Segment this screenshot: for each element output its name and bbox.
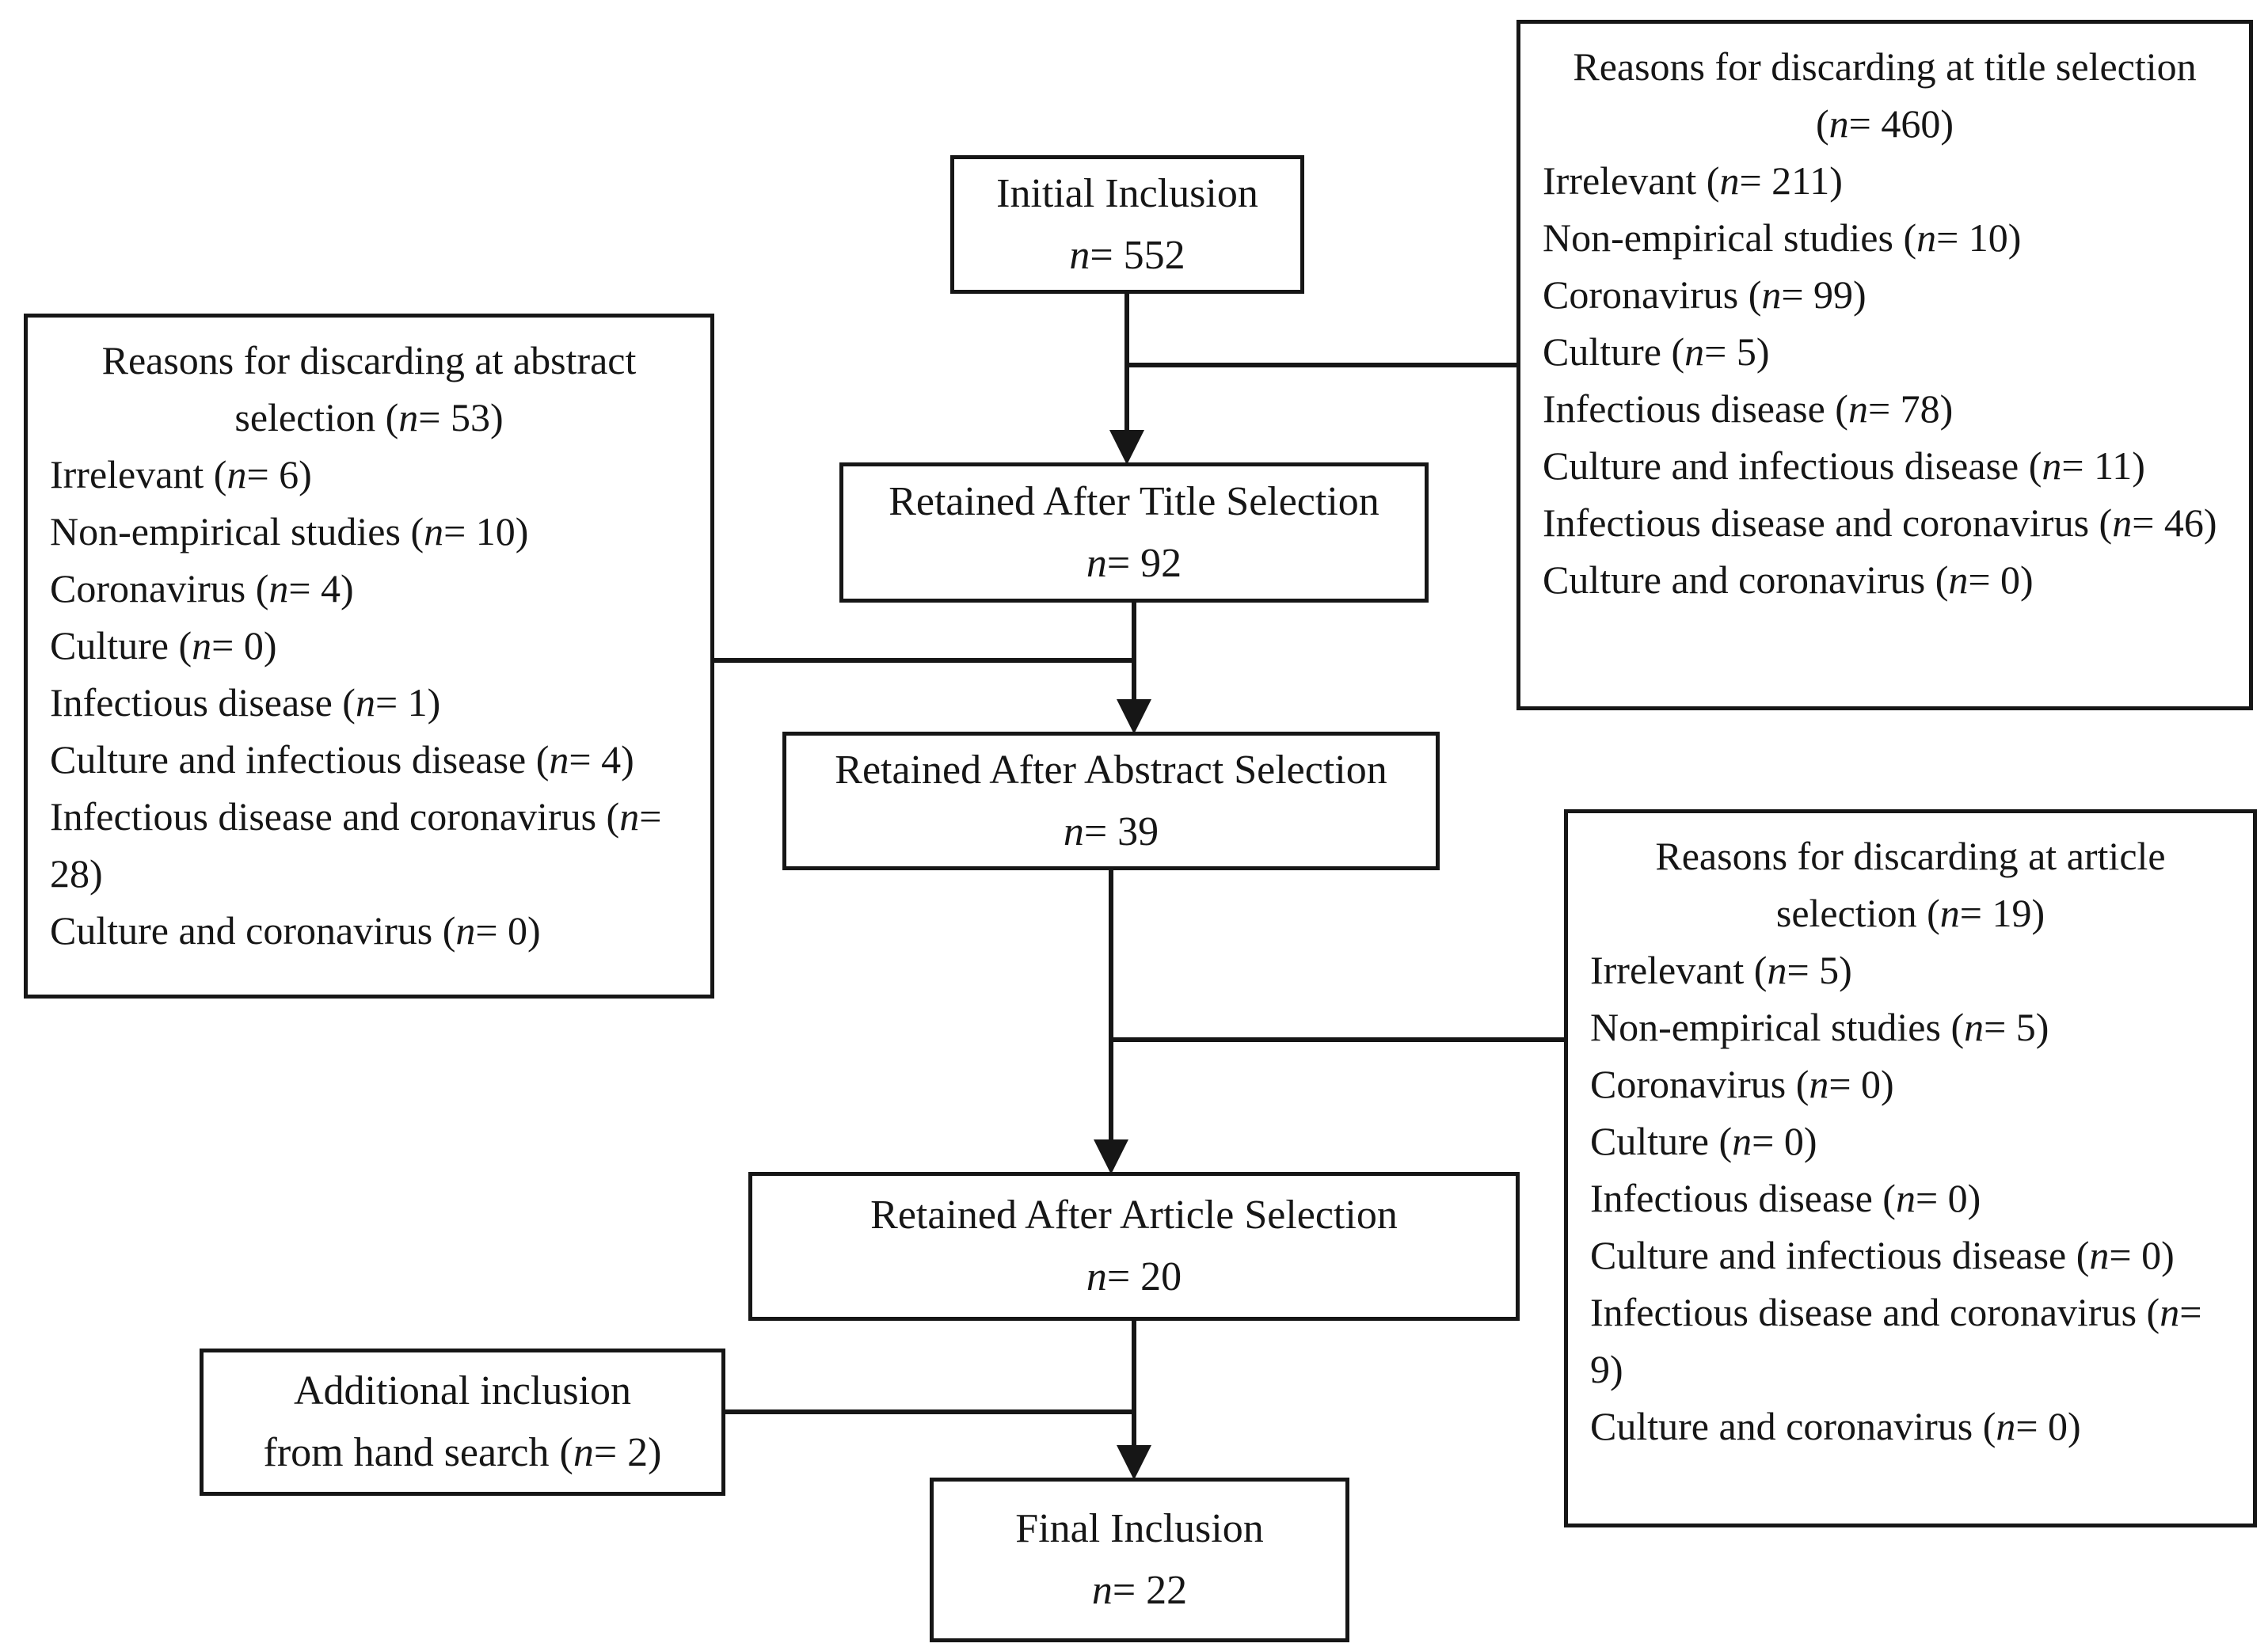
initial-inclusion-box: Initial Inclusion n= 552	[950, 155, 1304, 294]
reason-item: Infectious disease and coronavirus (n= 9…	[1590, 1290, 2202, 1391]
abstract-discard-reasons-heading: Reasons for discarding at abstract selec…	[101, 338, 637, 439]
reason-item: Culture and infectious disease (n= 11)	[1543, 443, 2145, 488]
arrow-down-icon	[1117, 699, 1151, 734]
retained-after-title-label: Retained After Title Selection	[889, 478, 1379, 524]
retained-after-abstract-count: n= 39	[1063, 808, 1159, 854]
abstract-discard-reasons-box: Reasons for discarding at abstract selec…	[24, 314, 714, 999]
additional-inclusion-count: from hand search (n= 2)	[263, 1430, 662, 1475]
initial-inclusion-label: Initial Inclusion	[996, 170, 1258, 216]
article-discard-reasons-heading: Reasons for discarding at article select…	[1655, 834, 2166, 935]
title-discard-reasons-box: Reasons for discarding at title selectio…	[1516, 20, 2253, 710]
reason-item: Culture and coronavirus (n= 0)	[50, 908, 541, 953]
arrow-down-icon	[1117, 1445, 1151, 1480]
retained-after-title-box: Retained After Title Selection n= 92	[839, 462, 1429, 603]
connector-retained-title-to-retained-abstract	[1132, 603, 1136, 706]
reason-item: Culture and infectious disease (n= 0)	[1590, 1233, 2175, 1277]
reason-item: Irrelevant (n= 211)	[1543, 158, 1843, 203]
reason-item: Infectious disease (n= 0)	[1590, 1176, 1981, 1220]
title-discard-reasons-heading: Reasons for discarding at title selectio…	[1573, 44, 2197, 146]
arrow-down-icon	[1109, 430, 1144, 465]
reason-item: Irrelevant (n= 6)	[50, 452, 312, 496]
reason-item: Coronavirus (n= 99)	[1543, 272, 1867, 317]
reason-item: Infectious disease (n= 1)	[50, 680, 441, 725]
article-discard-reasons-box: Reasons for discarding at article select…	[1564, 809, 2257, 1527]
additional-inclusion-label: Additional inclusion	[293, 1368, 632, 1413]
retained-after-article-label: Retained After Article Selection	[870, 1193, 1398, 1238]
connector-branch-to-abstract-reasons	[714, 658, 1136, 663]
reason-item: Culture and coronavirus (n= 0)	[1590, 1404, 2081, 1448]
abstract-discard-reasons-list: Irrelevant (n= 6) Non-empirical studies (…	[50, 446, 688, 959]
connector-retained-article-to-final	[1132, 1321, 1136, 1449]
retained-after-article-count: n= 20	[1086, 1254, 1182, 1299]
retained-after-article-box: Retained After Article Selection n= 20	[748, 1172, 1520, 1321]
retained-after-abstract-box: Retained After Abstract Selection n= 39	[782, 732, 1440, 870]
reason-item: Non-empirical studies (n= 10)	[50, 509, 529, 554]
connector-branch-to-title-reasons	[1127, 363, 1516, 367]
connector-branch-to-article-reasons	[1111, 1037, 1564, 1042]
reason-item: Infectious disease and coronavirus (n= 2…	[50, 794, 662, 896]
reason-item: Culture (n= 5)	[1543, 329, 1770, 374]
reason-item: Culture and coronavirus (n= 0)	[1543, 557, 2034, 602]
reason-item: Culture (n= 0)	[50, 623, 277, 668]
reason-item: Culture and infectious disease (n= 4)	[50, 737, 634, 782]
reason-item: Culture (n= 0)	[1590, 1119, 1817, 1163]
reason-item: Coronavirus (n= 4)	[50, 566, 354, 611]
initial-inclusion-count: n= 552	[1069, 232, 1185, 278]
retained-after-title-count: n= 92	[1086, 540, 1182, 586]
connector-retained-abstract-to-retained-article	[1109, 870, 1113, 1143]
reason-item: Non-empirical studies (n= 5)	[1590, 1005, 2049, 1049]
final-inclusion-count: n= 22	[1091, 1568, 1188, 1613]
reason-item: Coronavirus (n= 0)	[1590, 1062, 1894, 1106]
final-inclusion-box: Final Inclusion n= 22	[930, 1478, 1349, 1642]
arrow-down-icon	[1094, 1139, 1128, 1174]
reason-item: Infectious disease (n= 78)	[1543, 386, 1954, 431]
retained-after-abstract-label: Retained After Abstract Selection	[835, 747, 1387, 793]
reason-item: Irrelevant (n= 5)	[1590, 948, 1852, 992]
connector-branch-from-additional-inclusion	[725, 1409, 1134, 1414]
additional-inclusion-box: Additional inclusion from hand search (n…	[200, 1349, 725, 1496]
title-discard-reasons-list: Irrelevant (n= 211) Non-empirical studies…	[1543, 152, 2227, 608]
article-discard-reasons-list: Irrelevant (n= 5) Non-empirical studies (…	[1590, 942, 2231, 1455]
reason-item: Infectious disease and coronavirus (n= 4…	[1543, 500, 2217, 545]
reason-item: Non-empirical studies (n= 10)	[1543, 215, 2022, 260]
final-inclusion-label: Final Inclusion	[1015, 1506, 1264, 1551]
